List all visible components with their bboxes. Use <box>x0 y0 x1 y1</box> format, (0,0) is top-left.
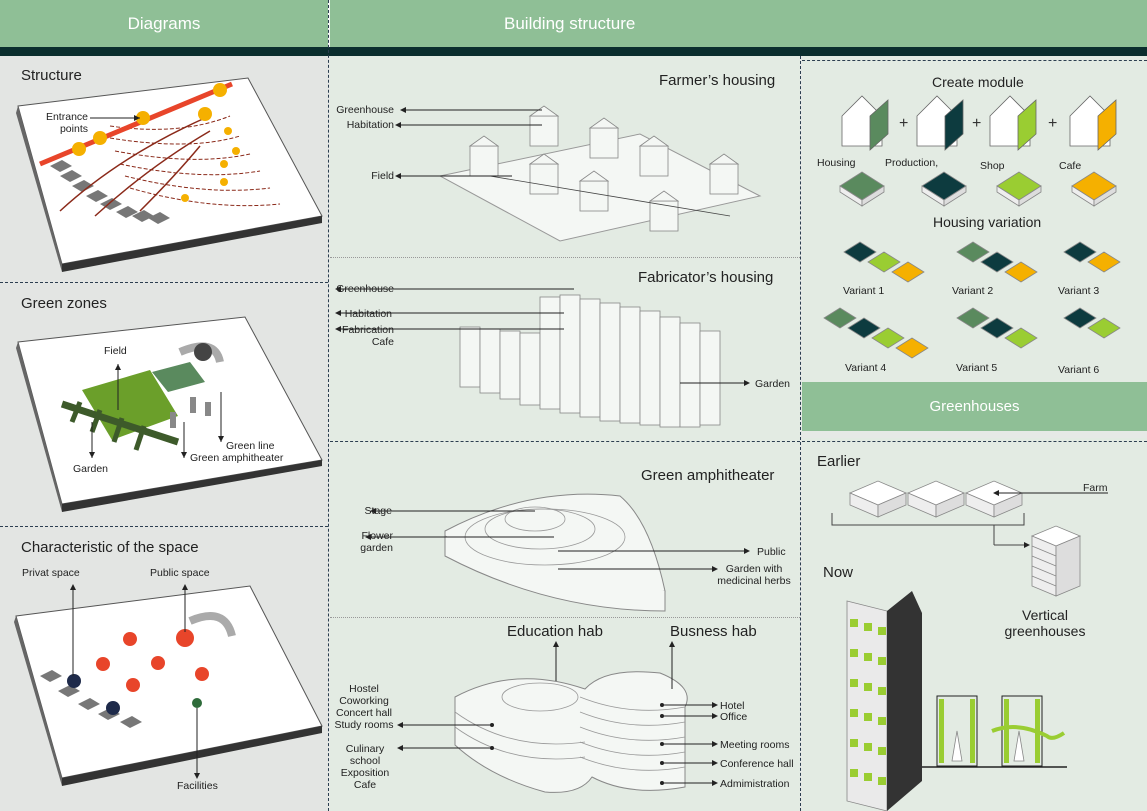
module-cafe-label: Cafe <box>1059 160 1082 172</box>
characteristic-title: Characteristic of the space <box>21 539 199 556</box>
farm-label: Farm <box>1083 482 1108 494</box>
amphitheater-medicinal-label: Garden with medicinal herbs <box>717 563 791 587</box>
characteristic-public-label: Public space <box>150 567 210 579</box>
fabricator-housing-drawing <box>335 286 750 428</box>
greenhouses-band: Greenhouses <box>802 382 1147 431</box>
divider-v2 <box>800 56 801 811</box>
modules-drawing: + + + <box>823 95 1121 359</box>
header-diagrams-label: Diagrams <box>127 13 201 33</box>
green-zones-green-line-label: Green line <box>226 440 275 452</box>
farmer-housing-drawing <box>395 105 762 242</box>
housing-variation-title: Housing variation <box>933 214 1042 230</box>
now-title: Now <box>823 564 854 581</box>
farmer-habitation-label: Habitation <box>346 119 394 131</box>
green-zones-title: Green zones <box>21 295 107 312</box>
header-diagrams: Diagrams <box>0 0 328 47</box>
variant-1-label: Variant 1 <box>843 285 885 297</box>
characteristic-facilities-label: Facilities <box>177 780 218 792</box>
header-building-label: Building structure <box>504 13 636 33</box>
amphitheater-drawing <box>365 493 750 612</box>
fabricator-fabrication-label: Fabrication <box>342 324 394 336</box>
vertical-greenhouses-label: Vertical greenhouses <box>1004 607 1086 639</box>
divider-dot2 <box>330 617 800 618</box>
education-admin-label: Admimistration <box>720 778 790 790</box>
characteristic-site-plan <box>14 584 323 786</box>
module-production-label: Production, <box>885 157 939 169</box>
divider-v1 <box>328 0 329 811</box>
amphitheater-title: Green amphitheater <box>641 467 775 484</box>
earlier-title: Earlier <box>817 453 861 470</box>
variant-4-label: Variant 4 <box>845 362 887 374</box>
modules-title: Create module <box>932 74 1024 90</box>
divider-h4 <box>802 60 1147 61</box>
module-shop-label: Shop <box>980 160 1005 172</box>
characteristic-privat-label: Privat space <box>22 567 80 579</box>
farmer-greenhouse-label: Greenhouse <box>336 104 394 116</box>
fabricator-cafe-label: Cafe <box>371 336 394 348</box>
amphitheater-public-label: Public <box>757 546 786 558</box>
structure-entrance-label: Entrance points <box>45 111 88 135</box>
module-housing-label: Housing <box>817 157 856 169</box>
green-zones-site-plan <box>16 316 323 512</box>
education-hotel-label: Hotel <box>720 700 745 712</box>
greenhouse-drawing <box>831 480 1108 811</box>
divider-dot1 <box>330 257 800 258</box>
divider-h1 <box>0 282 328 283</box>
education-title: Education hab <box>507 623 603 640</box>
business-title: Busness hab <box>670 623 757 640</box>
education-left-top-label: Hostel Coworking Concert hall Study room… <box>334 683 394 731</box>
plus-1: + <box>899 115 908 132</box>
divider-h5 <box>802 441 1147 442</box>
education-office-label: Office <box>720 711 748 723</box>
divider-h3 <box>330 441 800 442</box>
fabricator-title: Fabricator’s housing <box>638 269 774 286</box>
education-left-bottom-label: Culinary school Exposition Cafe <box>340 743 390 791</box>
greenhouses-title: Greenhouses <box>929 398 1020 415</box>
variant-6-label: Variant 6 <box>1058 364 1100 376</box>
fabricator-garden-label: Garden <box>755 378 791 390</box>
structure-site-plan <box>16 77 323 272</box>
education-drawing <box>397 641 718 793</box>
divider-h2 <box>0 526 328 527</box>
amphitheater-stage-label: Stage <box>364 505 392 517</box>
farmer-title: Farmer’s housing <box>659 72 776 89</box>
variant-2-label: Variant 2 <box>952 285 994 297</box>
amphitheater-flower-label: Flower garden <box>360 530 393 554</box>
green-zones-field-label: Field <box>104 345 127 357</box>
farmer-field-label: Field <box>371 170 394 182</box>
green-zones-amphi-label: Green amphitheater <box>190 452 284 464</box>
fabricator-greenhouse-label: Greenhouse <box>336 283 394 295</box>
variant-5-label: Variant 5 <box>956 362 998 374</box>
variant-3-label: Variant 3 <box>1058 285 1100 297</box>
education-conference-label: Conference hall <box>720 758 794 770</box>
education-meeting-label: Meeting rooms <box>720 739 790 751</box>
plus-3: + <box>1048 115 1057 132</box>
header-building: Building structure <box>330 0 1147 47</box>
plus-2: + <box>972 115 981 132</box>
structure-title: Structure <box>21 67 82 84</box>
fabricator-habitation-label: Habitation <box>344 308 392 320</box>
green-zones-garden-label: Garden <box>73 463 109 475</box>
header-bar <box>0 47 1147 56</box>
